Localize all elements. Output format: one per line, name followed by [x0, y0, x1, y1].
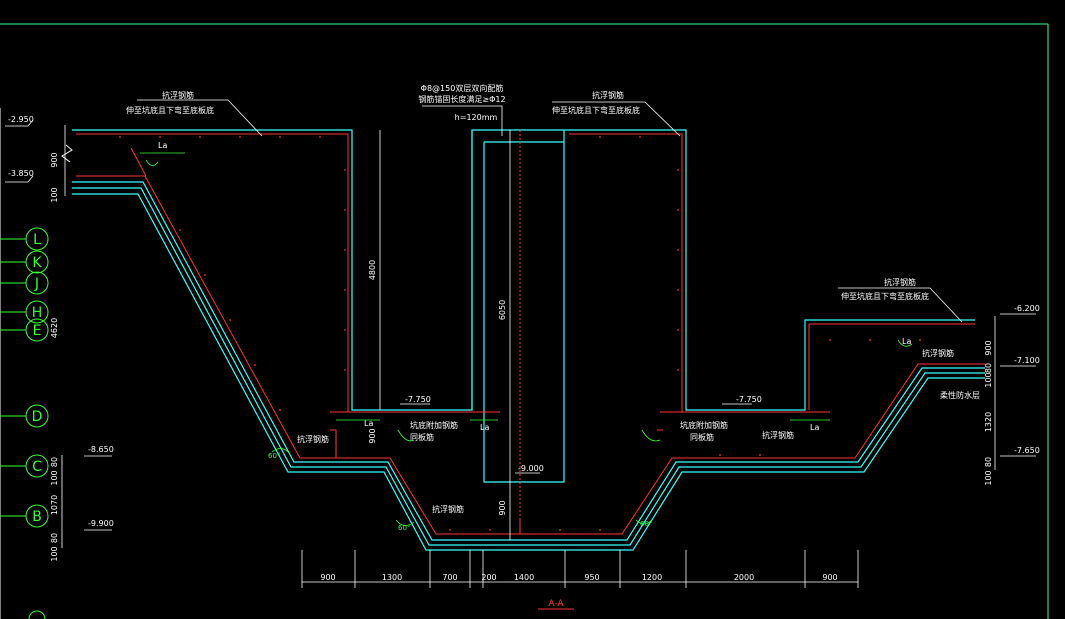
vdim-right-100: 100	[984, 372, 993, 387]
elev-left-4: -9.900	[88, 519, 114, 528]
grid-label-J: J	[34, 276, 39, 292]
grid-label-D: D	[32, 409, 43, 425]
elev-mid-right: -7.750	[736, 395, 762, 404]
callout-anti-float-bottom: 抗浮钢筋	[432, 504, 464, 514]
hdim-9: 900	[822, 573, 837, 582]
note-thickness: h=120mm	[455, 113, 498, 122]
vdim-left-80b: 80	[50, 533, 59, 543]
hdim-5: 1400	[514, 573, 534, 582]
vdim-pit-900: 900	[498, 500, 507, 515]
note-mid-right-1: 抗浮钢筋	[884, 277, 916, 287]
callout-corner-left-1: 坑底附加钢筋	[410, 420, 458, 430]
angle-1: 60°	[268, 452, 280, 460]
vdim-right-80b: 80	[984, 457, 993, 467]
vdim-right-100b: 100	[984, 470, 993, 485]
vdim-pit-6050: 6050	[498, 300, 507, 320]
grid-bubble-L[interactable]: L	[0, 227, 49, 251]
callout-anti-float-right: 抗浮钢筋	[762, 430, 794, 440]
grid-label-C: C	[32, 459, 42, 475]
hdim-7: 1200	[642, 573, 662, 582]
elev-left-1: -2.950	[8, 115, 34, 124]
elev-mid-left: -7.750	[405, 395, 431, 404]
callout-la-1: La	[158, 141, 167, 150]
grid-bubble-B[interactable]: B	[0, 504, 49, 528]
vdim-left-900: 900	[50, 152, 59, 167]
section-title-group: A-A	[538, 599, 574, 610]
callout-anti-float-mid-right: 抗浮钢筋	[922, 348, 954, 358]
break-symbol	[61, 144, 73, 163]
vdim-left-4620: 4620	[50, 318, 59, 338]
grid-label-K: K	[32, 255, 42, 271]
callout-la-3: La	[480, 423, 489, 432]
grid-bubbles: L K J H E D C	[0, 227, 49, 619]
note-top-right-1: 抗浮钢筋	[592, 90, 624, 100]
vdim-wall-4800: 4800	[368, 260, 377, 280]
callout-la-2: La	[364, 419, 373, 428]
vdim-left-80a: 80	[50, 457, 59, 467]
vdim-step-900: 900	[368, 428, 377, 443]
grid-bubble-K[interactable]: K	[0, 250, 49, 274]
elev-right-1: -6.200	[1014, 304, 1040, 313]
hdim-8: 2000	[734, 573, 754, 582]
note-top-left-2: 伸至坑底且下弯至底板底	[126, 105, 214, 115]
callout-la-5: La	[902, 337, 911, 346]
section-title: A-A	[548, 599, 564, 609]
rebar-lines[interactable]	[76, 130, 985, 535]
elev-pit-bottom: -9.000	[518, 464, 544, 473]
elev-right-3: -7.650	[1014, 446, 1040, 455]
la-arcs	[140, 152, 913, 526]
grid-bubble-J[interactable]: J	[0, 271, 49, 295]
vdim-left-1070: 1070	[50, 495, 59, 515]
vdim-left-100: 100	[50, 187, 59, 202]
grid-label-E: E	[33, 323, 42, 339]
grid-bubble-E[interactable]: E	[0, 318, 49, 342]
elev-left-3: -8.650	[88, 445, 114, 454]
drawing-frame	[0, 23, 1049, 619]
grid-bubble-D[interactable]: D	[0, 404, 49, 428]
hdim-2: 1300	[382, 573, 402, 582]
angle-2: 60°	[398, 524, 410, 532]
callout-waterproof: 柔性防水层	[940, 390, 980, 400]
vdim-left-100b: 100	[50, 470, 59, 485]
grid-bubble-C[interactable]: C	[0, 454, 49, 478]
elev-left-2: -3.850	[8, 169, 34, 178]
note-mid-right-2: 伸至坑底且下弯至底板底	[841, 291, 929, 301]
hdim-3: 700	[442, 573, 457, 582]
note-top-center-2: 钢筋锚固长度满足≥Φ12	[418, 94, 505, 104]
callout-corner-right-1: 坑底附加钢筋	[680, 420, 728, 430]
concrete-outline[interactable]	[72, 129, 985, 551]
hdim-4: 200	[481, 573, 496, 582]
grid-label-B: B	[32, 509, 42, 525]
callout-la-4: La	[810, 423, 819, 432]
hdim-1: 900	[320, 573, 335, 582]
dimension-lines	[5, 99, 1036, 588]
note-top-left-1: 抗浮钢筋	[162, 90, 194, 100]
note-top-right-2: 伸至坑底且下弯至底板底	[552, 105, 640, 115]
vdim-right-900: 900	[984, 340, 993, 355]
note-top-center-1: Φ8@150双层双向配筋	[421, 83, 504, 93]
rebar-dots	[119, 136, 921, 531]
vdim-right-1320: 1320	[984, 412, 993, 432]
elev-right-2: -7.100	[1014, 356, 1040, 365]
hdim-6: 950	[584, 573, 599, 582]
vdim-left-100c: 100	[50, 546, 59, 561]
callout-corner-left-2: 同板筋	[410, 432, 434, 442]
callout-anti-float-left: 抗浮钢筋	[297, 434, 329, 444]
vdim-right-80: 80	[984, 363, 993, 373]
grid-label-H: H	[32, 305, 43, 321]
grid-label-L: L	[33, 232, 41, 248]
grid-bubble-H[interactable]: H	[0, 300, 49, 324]
callout-corner-right-2: 同板筋	[690, 432, 714, 442]
